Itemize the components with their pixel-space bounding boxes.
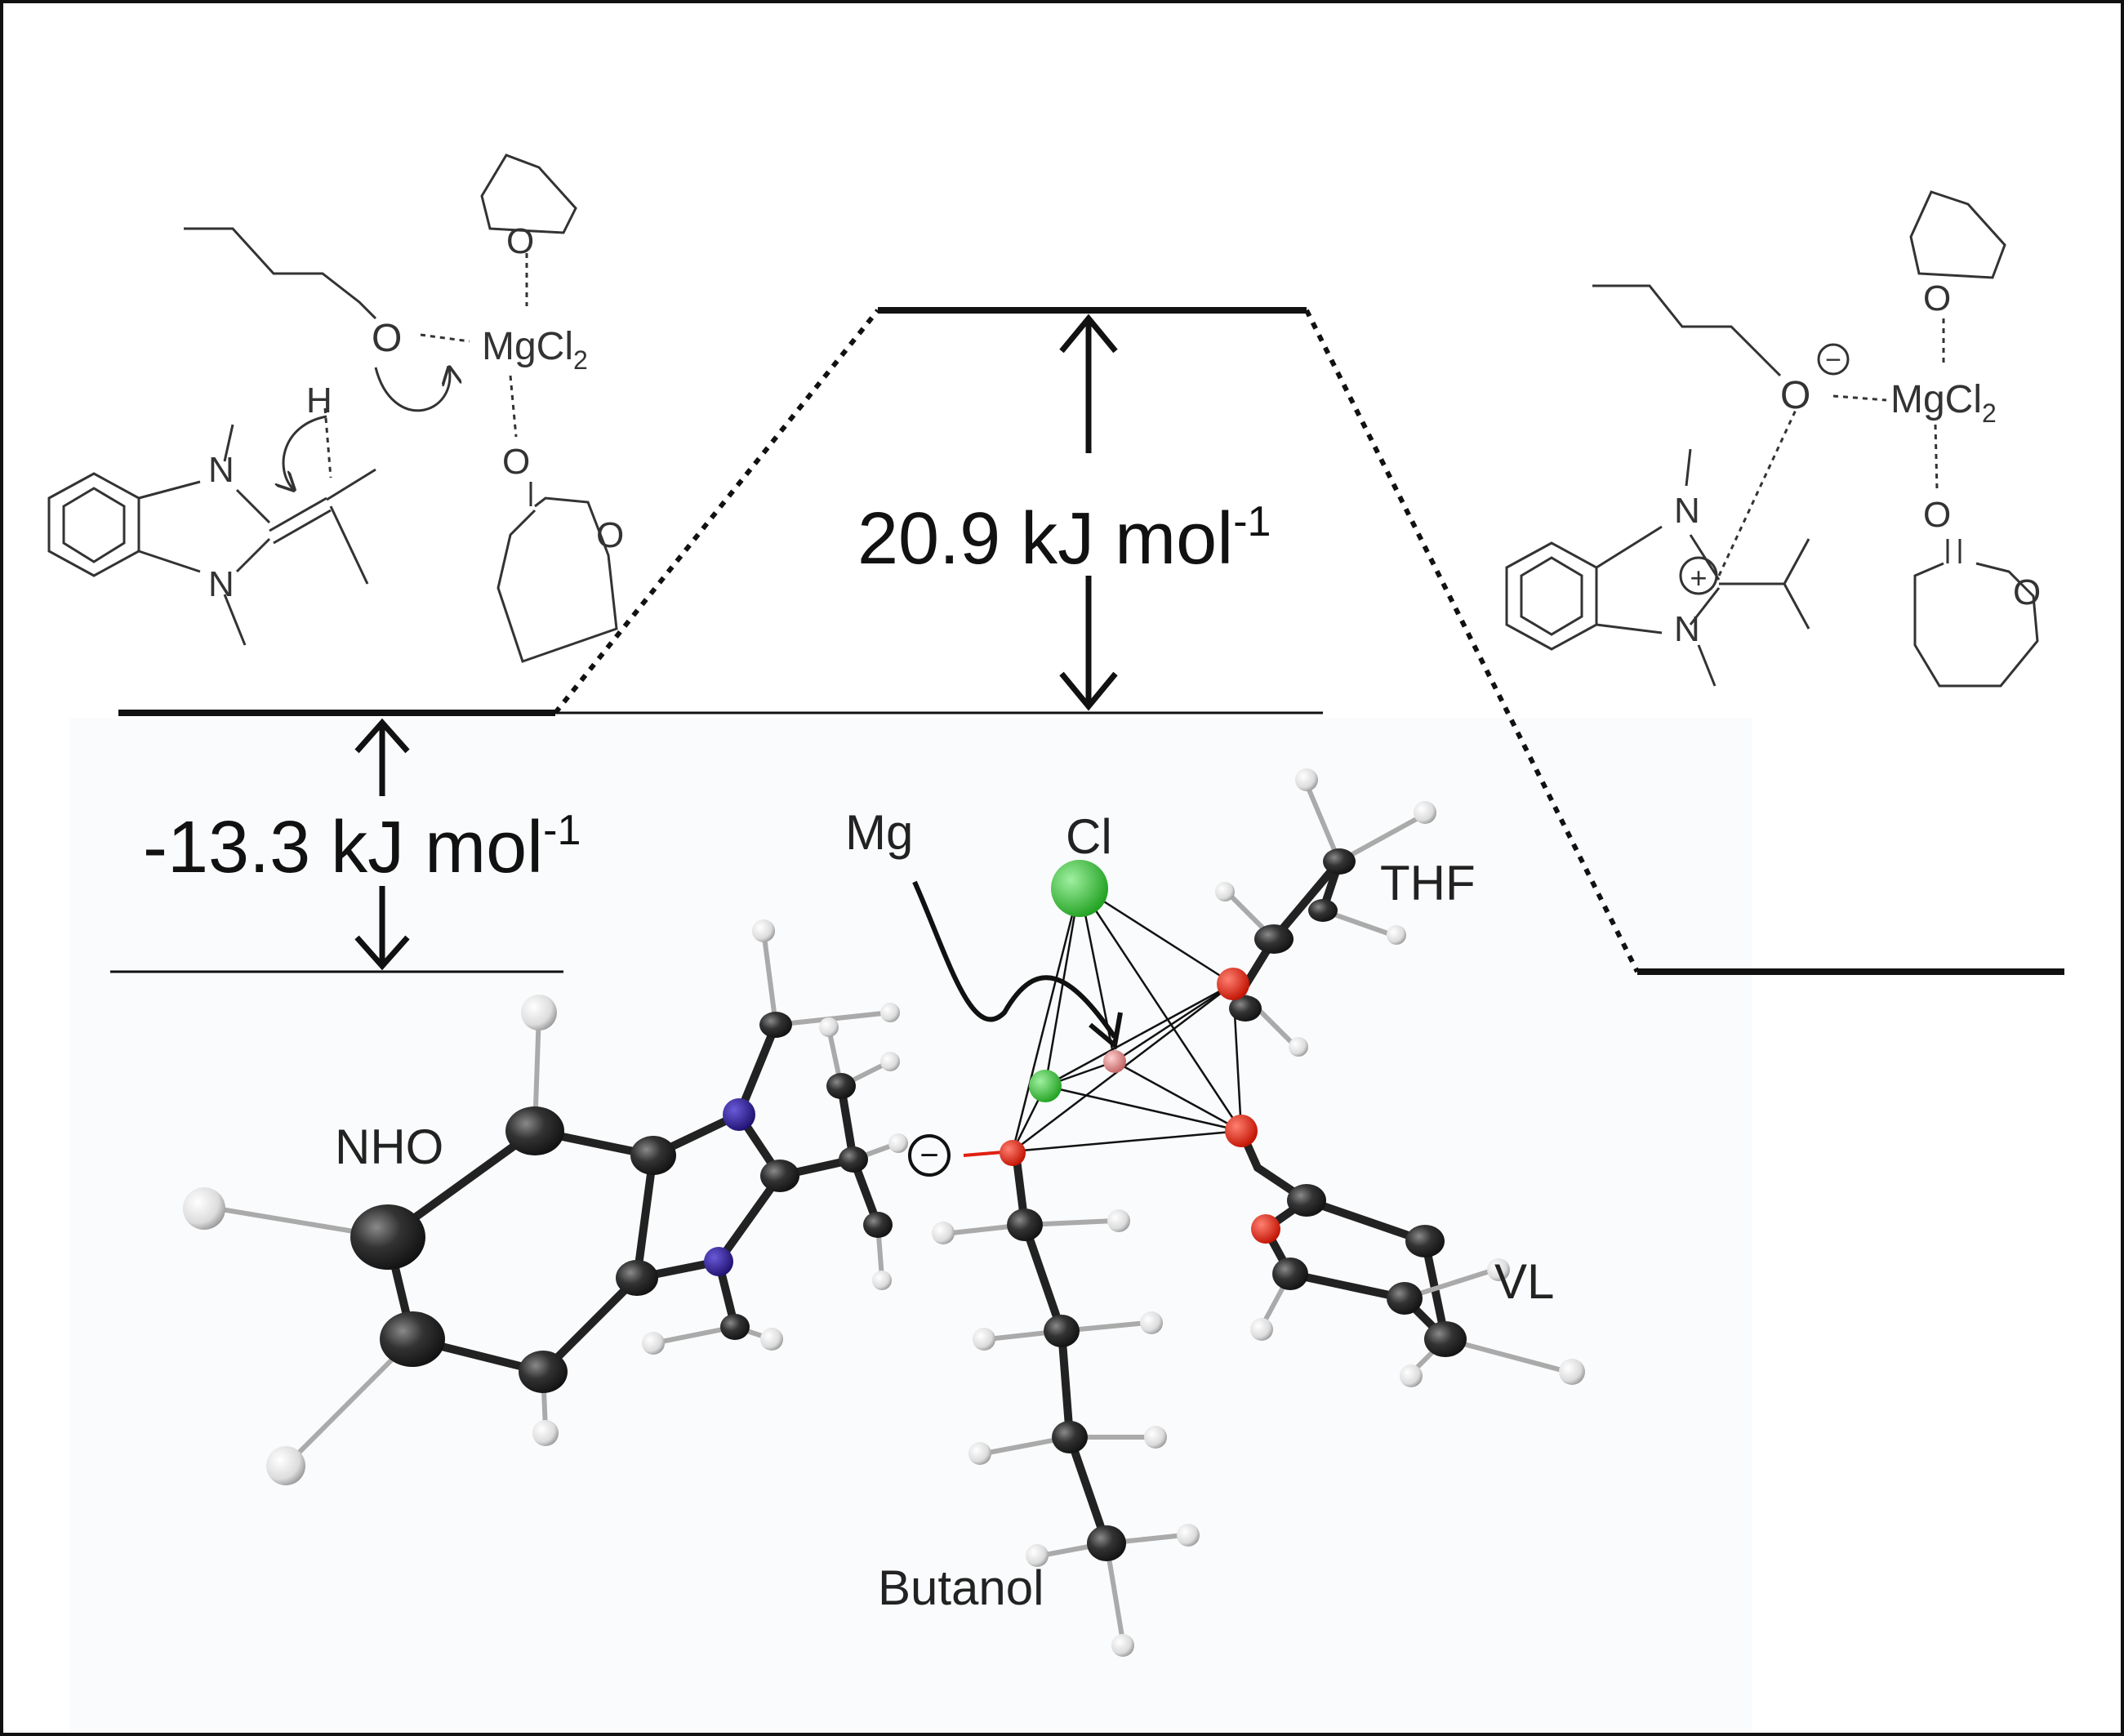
cl-label: Cl [1066,809,1112,864]
oxygen-atoms [1000,968,1280,1244]
mg-pointer-arrow [912,880,1117,1039]
right-thf-o-label: O [1923,278,1951,318]
product-complex-labels: O − MgCl2 N N + O O O [1674,278,2041,649]
nho-label: NHO [335,1119,443,1174]
thf-label: THF [1380,856,1476,910]
anion-charge-circle [908,1134,951,1177]
carbon-atoms [350,848,1467,1561]
model-labels: Mg Cl THF NHO VL Butanol [335,805,1554,1615]
left-mgcl2-label: MgCl2 [482,325,588,375]
left-n-top-label: N [208,450,234,490]
right-n-top-label: N [1674,491,1700,531]
connector-right [1304,309,1640,973]
magnesium-atom [1103,1050,1126,1073]
left-lactone-o1-label: O [502,442,530,482]
chlorine-atom-2 [1029,1070,1062,1102]
vl-label: VL [1494,1254,1554,1309]
left-n-bottom-label: N [208,564,234,604]
left-thf-o-label: O [506,221,534,261]
reactant-complex-labels: O MgCl2 H N N O O O [208,221,624,604]
hydrogen-atoms [183,768,1585,1657]
right-anion-charge-circle [1817,343,1850,376]
complexation-energy-label: -13.3 kJ mol-1 [143,807,581,888]
mg-label: Mg [845,805,913,860]
right-n-bottom-label: N [1674,609,1700,649]
left-o-label: O [372,317,402,360]
barrier-arrow [1059,314,1118,711]
anion-charge-label: − [920,1137,938,1173]
right-lactone-o1-label: O [1923,495,1951,535]
chlorine-atom-1 [1051,860,1108,917]
model-panel [69,719,1752,1731]
molecular-model: − [183,768,1585,1657]
energy-profile [110,307,2064,975]
right-o-anion-label: O [1780,374,1810,417]
left-lactone-o2-label: O [596,515,624,555]
product-complex-structure [1505,190,2039,688]
barrier-energy-label: 20.9 kJ mol-1 [857,498,1271,580]
complexation-arrow [354,718,410,971]
right-cation-charge-label: + [1690,561,1707,594]
connector-left [553,309,880,714]
right-mgcl2-label: MgCl2 [1890,378,1997,428]
reactant-complex-structure [47,154,618,663]
left-h-label: H [306,381,332,421]
butanol-label: Butanol [878,1560,1044,1615]
right-anion-charge-label: − [1825,345,1841,376]
right-lactone-o2-label: O [2013,572,2041,612]
nitrogen-atoms [704,1098,755,1276]
